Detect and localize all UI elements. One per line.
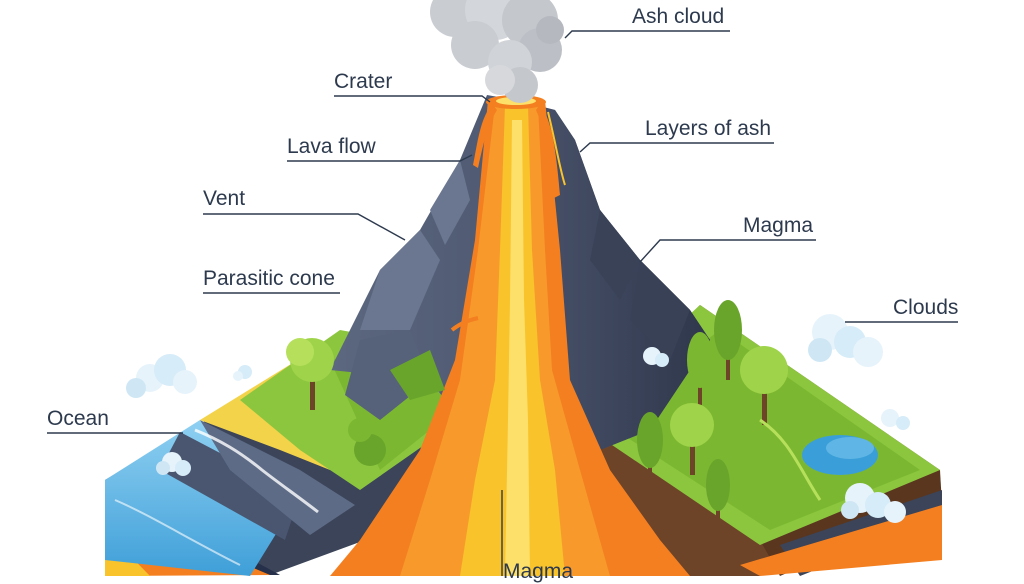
- ash-cloud-plume: [430, 0, 564, 103]
- label-clouds: Clouds: [893, 296, 959, 319]
- label-layers-of-ash: Layers of ash: [645, 117, 772, 140]
- label-ocean: Ocean: [47, 407, 109, 430]
- cloud-mid: [643, 347, 669, 367]
- cloud-left: [126, 354, 197, 398]
- cloud-ocean: [156, 452, 191, 476]
- cloud-upper-right: [808, 314, 883, 367]
- lake: [759, 418, 878, 501]
- leader-lines: [47, 30, 958, 576]
- label-vent: Vent: [203, 187, 246, 210]
- leader-magma-right: [639, 239, 816, 263]
- label-magma-right: Magma: [743, 214, 814, 237]
- leader-vent: [203, 213, 406, 241]
- cloud-far-right: [881, 409, 910, 430]
- lava-flow-streams: [450, 104, 566, 332]
- label-parasitic-cone: Parasitic cone: [203, 267, 335, 290]
- trees-right: [637, 300, 788, 525]
- leader-ash-cloud: [564, 30, 730, 39]
- cloud-small-left: [233, 365, 252, 381]
- label-lava-flow: Lava flow: [287, 135, 376, 158]
- leader-layers-of-ash: [579, 142, 774, 153]
- label-magma-bottom: Magma: [503, 560, 574, 583]
- leader-lava-flow: [287, 154, 473, 162]
- trees-left: [286, 338, 445, 466]
- ocean-area: [105, 420, 355, 576]
- label-ash-cloud: Ash cloud: [632, 5, 725, 28]
- label-crater: Crater: [334, 70, 393, 93]
- lava-conduit: [330, 100, 690, 576]
- leader-crater: [334, 95, 491, 103]
- cloud-lower-right: [841, 483, 906, 523]
